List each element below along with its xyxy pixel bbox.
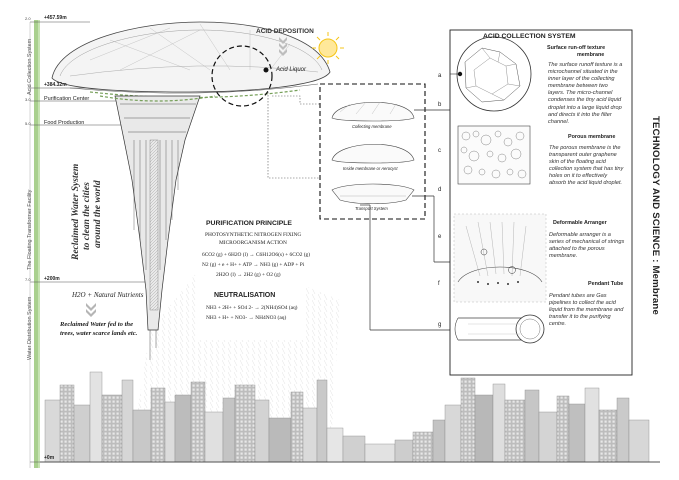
side-title: TECHNOLOGY AND SCIENCE : Membrane (650, 116, 661, 316)
reclaimed-water-line-1: Reclaimed Water fed to the (60, 321, 134, 328)
runoff-texture-detail (450, 36, 532, 112)
slogan-line-3: around the world (93, 180, 103, 248)
level-elevation-canopy: +384.32m (44, 82, 67, 88)
porous-membrane-detail (457, 125, 531, 185)
pendant-heading: Pendant Tube (588, 281, 624, 287)
pendant-description: Pendant tubes are Gas pipelines to colle… (549, 293, 624, 328)
runoff-description: The surface runoff texture is a microcha… (548, 62, 623, 125)
callout-b: b (438, 102, 442, 108)
transport-system-label: Transport System (355, 206, 388, 211)
callout-g: g (438, 322, 442, 328)
neutralisation-title: NEUTRALISATION (214, 292, 276, 299)
purification-title: PURIFICATION PRINCIPLE (206, 220, 292, 227)
inside-membrane-label: Inside membrane or Aerocyst (343, 166, 398, 171)
deformable-arranger-detail (453, 213, 547, 303)
purification-panel (198, 214, 306, 340)
runoff-heading-1: Surface run-off texture (547, 45, 606, 51)
runoff-heading-2: membrane (577, 52, 605, 58)
membrane-layers-box (319, 83, 426, 220)
axis-label-acid-collection: Acid Collection System (27, 38, 33, 95)
level-marker-purification: 3.0 (25, 97, 31, 102)
equation-neutralisation-1: NH3 + 2H+ + SO4 2- → 2(NH4)SO4 (aq) (206, 305, 298, 311)
detail-highlight-circle (211, 45, 273, 107)
slogan-line-1: Reclaimed Water System (71, 163, 81, 260)
arranger-heading: Deformable Arranger (553, 220, 607, 226)
callout-f: f (438, 281, 440, 287)
purification-subtitle-1: PHOTOSYNTHETIC NITROGEN FIXING (205, 232, 302, 238)
floating-canopy (51, 21, 331, 99)
level-elevation-ground: +0m (44, 455, 55, 461)
canopy-edge-marker (263, 67, 269, 73)
city-skyline (44, 371, 650, 463)
callout-d: d (438, 187, 442, 193)
acid-deposition-arrows (279, 37, 287, 56)
acid-liquor-label: Acid Liquor (276, 67, 307, 73)
level-elevation-top: +457.59m (44, 15, 67, 21)
purification-subtitle-2: MICROORGANISM ACTION (219, 240, 287, 246)
level-label-purification: Purification Center (44, 96, 90, 102)
level-marker-top: 2.0 (25, 16, 31, 21)
level-elevation-200: +200m (44, 276, 60, 282)
reclaimed-water-line-2: trees, water scarce lands etc. (60, 330, 138, 337)
callout-a: a (438, 73, 442, 79)
callout-c: c (438, 148, 441, 154)
nutrients-label: H2O + Natural Nutrients (72, 291, 144, 299)
detail-connector (267, 92, 320, 179)
pendant-tube-detail (454, 314, 545, 344)
slogan-line-2: to clean the cities (82, 182, 92, 250)
acid-deposition-label: ACID DEPOSITION (256, 28, 314, 35)
axis-label-floating-facility: The Floating Transformer Facility (27, 189, 33, 270)
arranger-description: Deformable arranger is a series of mecha… (549, 232, 625, 260)
porous-description: The porous membrane is the transparent o… (549, 145, 624, 187)
level-label-food: Food Production (44, 120, 85, 126)
porous-heading: Porous membrane (568, 134, 616, 140)
nutrient-flow-arrows (86, 303, 96, 317)
tower-structure (99, 95, 216, 360)
sun-icon (312, 32, 344, 64)
level-marker-200: 7.0 (25, 277, 31, 282)
equation-neutralisation-2: NH3 + H+ + NO3- → NH4NO3 (aq) (206, 315, 287, 321)
acs-connectors (360, 109, 454, 331)
equation-photosynthesis: 6CO2 (g) + 6H2O (l) → C6H12O6(s) + 6CO2 … (202, 252, 311, 258)
collecting-membrane-label: Collecting membrane (352, 124, 392, 129)
equation-water-splitting: 2H2O (l) → 2H2 (g) + O2 (g) (216, 272, 281, 278)
axis-label-water-distribution: Water Distribution System (27, 296, 33, 360)
acs-title: ACID COLLECTION SYSTEM (483, 33, 576, 40)
level-marker-food: 5.0 (25, 121, 31, 126)
callout-e: e (438, 234, 442, 240)
equation-nitrogen-fixation: N2 (g) + e + H+ + ATP → NH3 (g) + ADP + … (202, 262, 305, 268)
membrane-layers (331, 101, 415, 205)
